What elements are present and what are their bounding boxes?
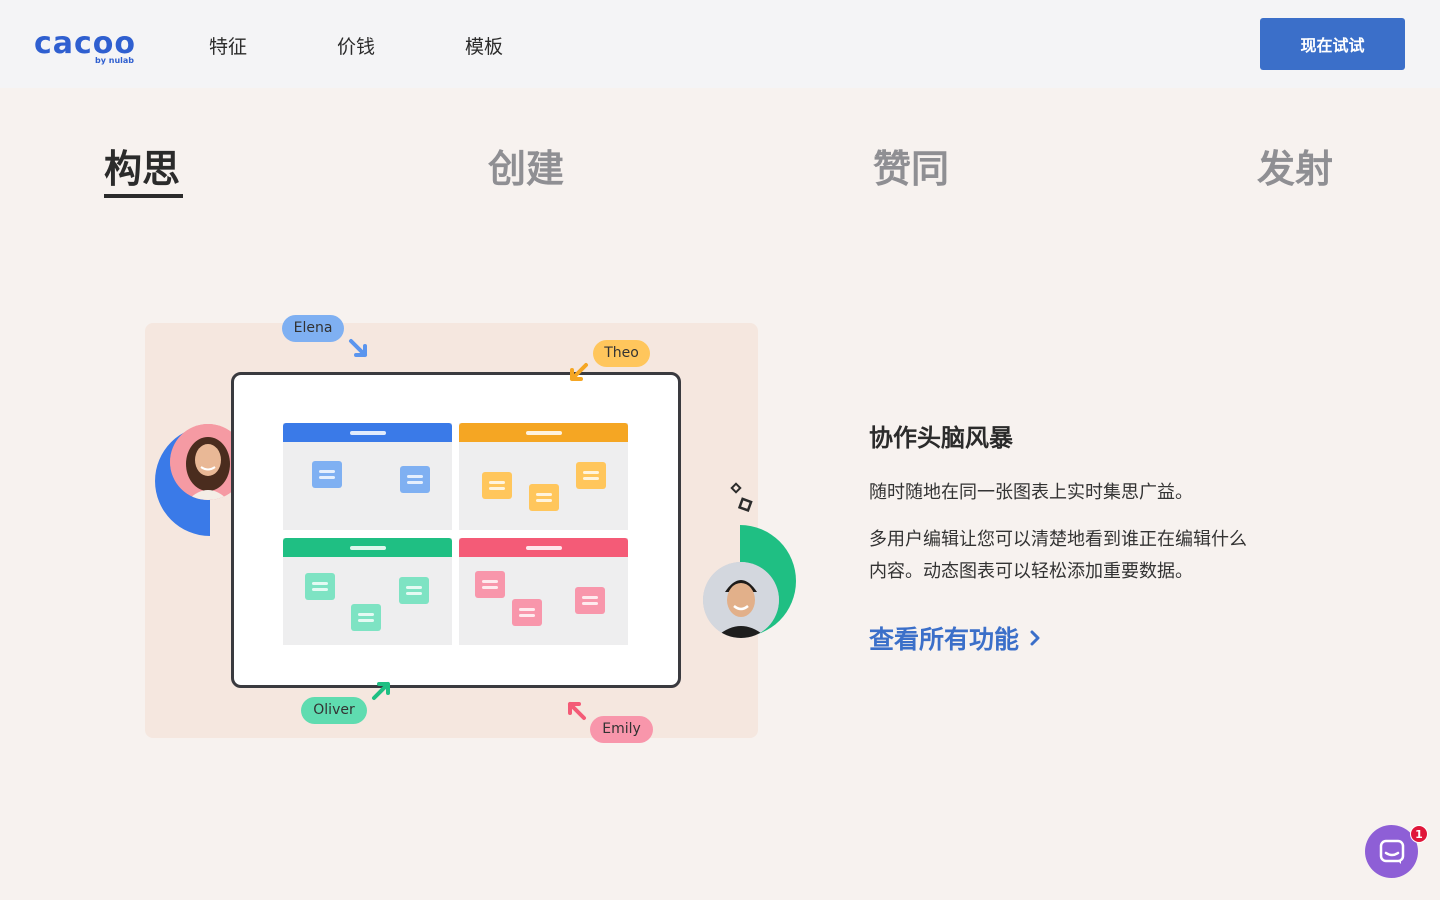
cacoo-logo[interactable]: cacoo by nulab (34, 26, 138, 66)
name-tag-elena: Elena (282, 315, 344, 342)
chat-launcher-button[interactable] (1365, 825, 1418, 878)
cursor-arrow-elena-icon (349, 339, 367, 357)
chevron-right-icon (1030, 630, 1040, 646)
logo-byline: by nulab (95, 56, 134, 65)
view-all-features-link[interactable]: 查看所有功能 (869, 620, 1041, 656)
active-tab-underline (104, 194, 183, 198)
tab-agree[interactable]: 赞同 (873, 147, 950, 191)
board-panel-green (283, 538, 452, 645)
cursor-arrow-oliver-icon (372, 682, 390, 700)
try-now-button[interactable]: 现在试试 (1260, 18, 1405, 70)
feature-description-2: 多用户编辑让您可以清楚地看到谁正在编辑什么 内容。动态图表可以轻松添加重要数据。 (869, 524, 1299, 588)
tab-ideate[interactable]: 构思 (104, 147, 181, 191)
nav-templates[interactable]: 模板 (465, 36, 504, 58)
sparkle-icon (730, 482, 753, 513)
feature-description-2-line2: 内容。动态图表可以轻松添加重要数据。 (869, 561, 1193, 582)
top-nav-bar: cacoo by nulab 特征 价钱 模板 现在试试 (0, 0, 1440, 88)
name-tag-emily: Emily (590, 716, 653, 743)
chat-unread-badge: 1 (1410, 825, 1428, 843)
feature-description-1: 随时随地在同一张图表上实时集思广益。 (869, 482, 1193, 503)
cursor-arrow-emily-icon (568, 702, 586, 720)
nav-pricing[interactable]: 价钱 (337, 36, 376, 58)
tab-launch[interactable]: 发射 (1257, 147, 1334, 191)
feature-title: 协作头脑风暴 (869, 424, 1013, 452)
view-all-features-label: 查看所有功能 (869, 625, 1020, 654)
board-panel-red (459, 538, 628, 645)
avatar-elena (170, 424, 246, 500)
tab-create[interactable]: 创建 (488, 147, 565, 191)
chat-bubble-icon (1379, 839, 1404, 864)
diagram-board (231, 372, 681, 688)
board-panel-blue (283, 423, 452, 530)
name-tag-theo: Theo (593, 340, 650, 367)
board-panel-orange (459, 423, 628, 530)
feature-description-2-line1: 多用户编辑让您可以清楚地看到谁正在编辑什么 (869, 529, 1247, 550)
avatar-theo (703, 562, 779, 638)
name-tag-oliver: Oliver (301, 697, 367, 724)
nav-features[interactable]: 特征 (209, 36, 248, 58)
cursor-arrow-theo-icon (570, 363, 588, 381)
logo-wordmark: cacoo (34, 26, 137, 61)
